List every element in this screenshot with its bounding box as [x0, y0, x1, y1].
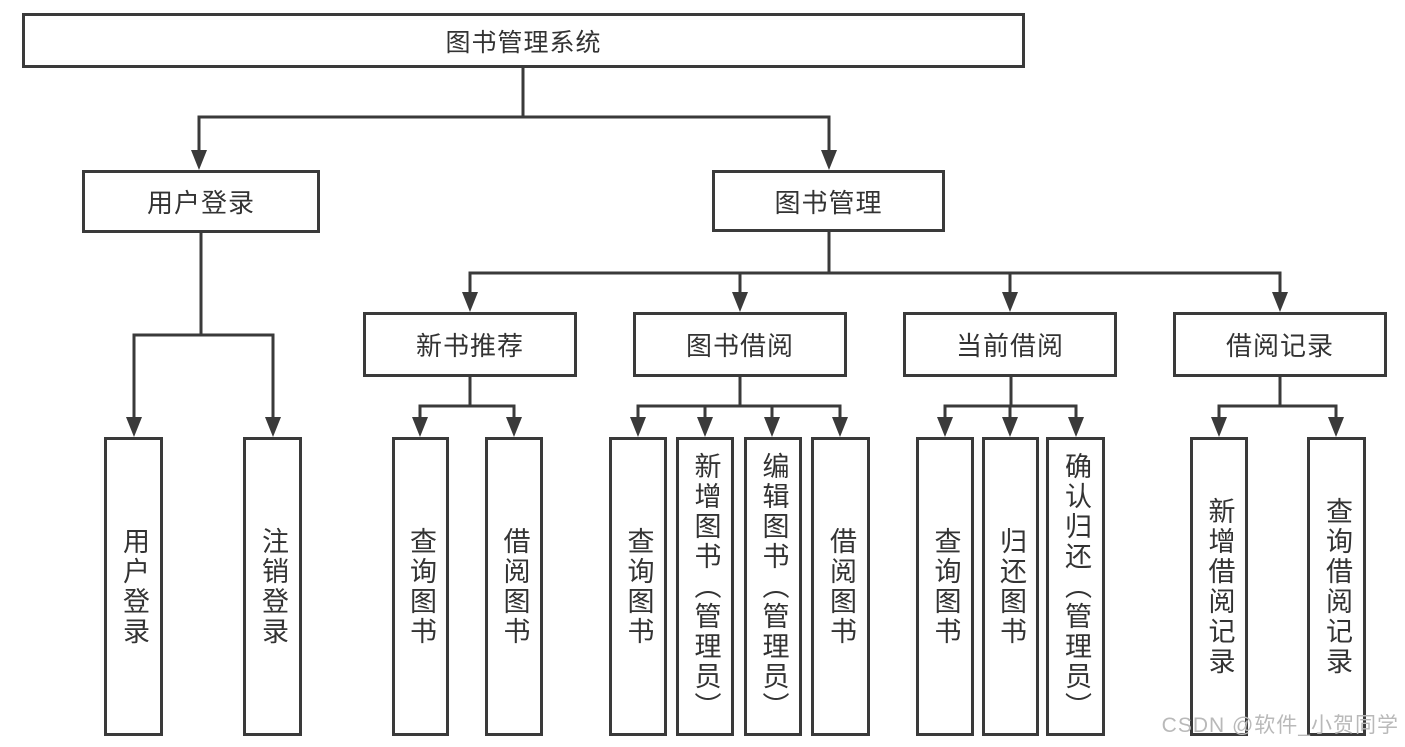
node-borrow-record: 借阅记录	[1173, 312, 1387, 377]
node-leaf-edit-books-admin: 编辑图书（管理员）	[744, 437, 802, 736]
node-label: 新书推荐	[415, 331, 524, 361]
node-book-borrow: 图书借阅	[633, 312, 847, 377]
node-leaf-borrow-books-recommend: 借阅图书	[485, 437, 543, 736]
node-label: 新增图书（管理员）	[690, 451, 721, 722]
node-leaf-confirm-return-admin: 确认归还（管理员）	[1046, 437, 1105, 736]
node-leaf-return-books: 归还图书	[982, 437, 1039, 736]
node-new-book-recommend: 新书推荐	[363, 312, 577, 377]
node-label: 借阅图书	[826, 526, 856, 647]
node-current-borrow: 当前借阅	[903, 312, 1117, 377]
node-book-management-branch: 图书管理	[712, 170, 945, 232]
node-label: 借阅图书	[499, 526, 530, 647]
node-user-login-branch: 用户登录	[82, 170, 320, 233]
node-leaf-borrow-books: 借阅图书	[811, 437, 870, 736]
node-leaf-query-books-current: 查询图书	[916, 437, 974, 736]
node-label: 借阅记录	[1225, 331, 1334, 361]
node-label: 确认归还（管理员）	[1061, 451, 1091, 722]
node-label: 编辑图书（管理员）	[758, 451, 789, 722]
node-label: 用户登录	[119, 526, 149, 647]
node-label: 归还图书	[996, 526, 1026, 647]
node-label: 查询借阅记录	[1322, 496, 1352, 677]
node-leaf-query-borrow-record: 查询借阅记录	[1307, 437, 1366, 736]
node-label: 查询图书	[930, 526, 961, 647]
node-leaf-add-books-admin: 新增图书（管理员）	[676, 437, 734, 736]
node-label: 查询图书	[406, 526, 436, 647]
node-leaf-user-login: 用户登录	[104, 437, 163, 736]
node-label: 当前借阅	[955, 331, 1064, 361]
node-label: 图书管理	[774, 187, 883, 218]
node-leaf-query-books-recommend: 查询图书	[392, 437, 449, 736]
node-leaf-logout: 注销登录	[243, 437, 302, 736]
node-root-library-system: 图书管理系统	[22, 13, 1025, 68]
node-label: 新增借阅记录	[1204, 496, 1235, 677]
node-label: 注销登录	[258, 526, 288, 647]
node-label: 图书管理系统	[445, 28, 602, 57]
node-leaf-query-books-borrow: 查询图书	[609, 437, 667, 736]
node-label: 图书借阅	[685, 331, 794, 361]
node-label: 用户登录	[146, 188, 255, 218]
node-leaf-add-borrow-record: 新增借阅记录	[1190, 437, 1248, 736]
node-label: 查询图书	[623, 526, 654, 647]
